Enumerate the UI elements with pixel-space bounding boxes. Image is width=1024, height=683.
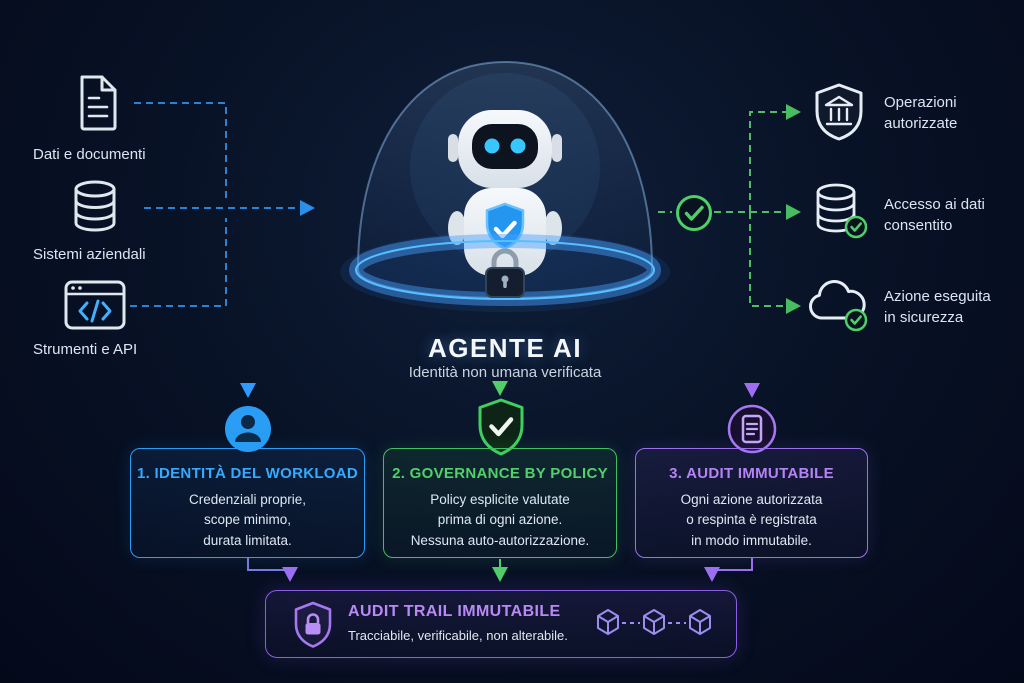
audit-trail-bar: AUDIT TRAIL IMMUTABILE Tracciabile, veri… [265,590,737,658]
audit-trail-title: AUDIT TRAIL IMMUTABILE [348,603,561,620]
padlock-icon [485,248,525,298]
robot-icon [448,110,562,276]
output-label-azione: Azione eseguita in sicurezza [884,288,991,326]
card-body: Policy esplicite valutate prima di ogni … [410,492,590,548]
document-circle-icon [725,402,779,456]
shield-check-icon [476,398,526,456]
card-governance-policy: 2. GOVERNANCE BY POLICY Policy esplicite… [383,448,617,558]
check-circle-icon [674,193,714,233]
input-label-dati: Dati e documenti [33,146,146,163]
code-window-icon [64,280,126,330]
card-title: 1. IDENTITÀ DEL WORKLOAD [136,465,359,482]
output-label-accesso: Accesso ai dati consentito [884,196,985,234]
bank-shield-icon [812,82,866,142]
ai-agent-dome [330,48,680,338]
card-identita-workload: 1. IDENTITÀ DEL WORKLOAD Credenziali pro… [130,448,365,558]
input-label-strumenti: Strumenti e API [33,341,138,358]
card-body: Ogni azione autorizzata o respinta è reg… [680,492,823,548]
shield-lock-icon [292,601,334,649]
card-audit-immutabile: 3. AUDIT IMMUTABILE Ogni azione autorizz… [635,448,868,558]
database-icon [70,179,120,233]
output-label-operazioni: Operazioni autorizzate [884,94,958,132]
input-label-sistemi: Sistemi aziendali [33,246,146,263]
agent-title: AGENTE AI [427,333,583,363]
audit-trail-subtitle: Tracciabile, verificabile, non alterabil… [348,628,568,643]
chest-shield-check-icon [485,202,525,250]
database-check-icon [812,182,868,240]
agent-subtitle: Identità non umana verificata [408,364,602,381]
user-circle-icon [221,402,275,456]
blockchain-cubes-icon [588,604,724,644]
card-body: Credenziali proprie, scope minimo, durat… [188,492,307,548]
card-title: 2. GOVERNANCE BY POLICY [392,465,608,482]
card-title: 3. AUDIT IMMUTABILE [669,465,834,482]
document-icon [73,74,121,132]
cloud-check-icon [804,278,872,334]
